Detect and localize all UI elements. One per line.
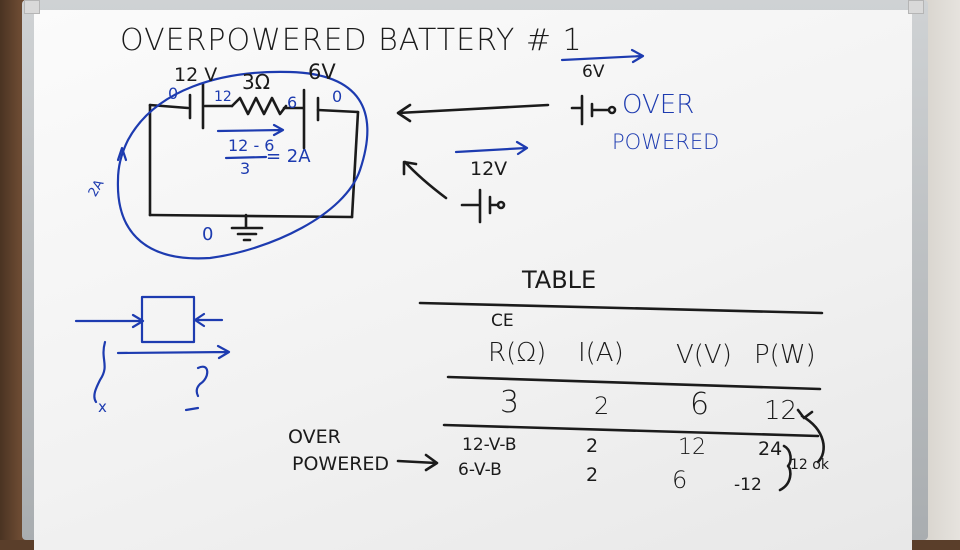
table-cell-power: 12 [764,396,798,426]
table-title: TABLE [522,266,597,294]
table-extra-row2-voltage: 6 [672,466,688,494]
battery-left-label: 12 V [174,64,218,86]
resistor-label: 3Ω [242,70,271,94]
overpowered-label-line1: OVER [622,90,695,120]
sketch-squiggle-left [93,340,107,404]
resistor-symbol [230,96,288,116]
circuit-wire-right [350,110,360,219]
source-battery-voltage: 12V [470,158,508,180]
circuit-wire-top [148,103,360,114]
sketch-dash [184,406,200,412]
battery-6v-symbol [302,88,320,150]
overpowered-battery-symbol [570,94,610,126]
ground-voltage-label: 0 [202,224,214,245]
table-extra-row1-power: 24 [758,438,783,460]
node-far-left: 0 [168,84,179,103]
table-annotation: 12 ok [790,457,829,473]
overpowered-label-line2: POWERED [612,130,720,154]
sketch-arrow-in-right [193,312,224,328]
current-loop-ellipse [116,70,369,260]
whiteboard-surface [34,10,912,550]
annotation-curve [796,408,825,464]
table-rule-body [442,423,820,438]
table-extra-row1-voltage: 12 [678,435,706,460]
board-title: OVERPOWERED BATTERY # 1 [120,23,583,58]
table-header-current: I(A) [578,338,624,368]
overpowered-pointer-arrow [396,453,439,472]
source-battery-symbol [460,188,500,224]
table-extra-row2-label: 6-V-B [458,460,502,480]
table-extra-row1-label: 12-V-B [462,435,517,455]
frame-corner-right [908,0,924,14]
arrow-over-6v [560,48,645,64]
table-extra-row2-current: 2 [586,464,599,486]
battery-12v-symbol [188,82,205,130]
annotation-brace [778,444,792,492]
equation-fraction-bar [224,155,268,160]
table-header-resistance: R(Ω) [488,338,547,368]
sketch-squiggle-right [195,365,209,398]
overpowered-battery-voltage: 6V [582,62,605,82]
node-far-right: 0 [332,87,343,106]
sketch-arrow-bottom [116,344,231,360]
sketch-box [140,295,196,344]
ground-symbol [230,213,264,242]
loop-current-arrow [116,146,128,162]
current-direction-arrow [216,123,285,137]
sketch-x-label: x [98,398,107,416]
equation-numerator: 12 - 6 [228,136,275,155]
equation-denominator: 3 [240,159,251,178]
arrow-from-source [402,160,448,200]
table-side-label-line1: OVER [288,426,341,448]
table-rule-top [418,301,824,315]
sketch-arrow-in-left [74,313,145,329]
node-right-voltage: 6 [287,93,298,112]
table-cell-current: 2 [594,392,610,420]
table-rule-header [446,375,822,391]
table-ce-label: CE [491,311,514,331]
frame-corner-left [24,0,40,14]
table-side-label-line2: POWERED [292,453,390,475]
table-header-voltage: V(V) [676,340,732,370]
battery-right-label: 6V [308,60,336,84]
arrow-to-circuit [396,103,550,123]
table-extra-row1-current: 2 [586,435,599,457]
table-extra-row2-power: -12 [734,475,762,495]
table-cell-resistance: 3 [500,385,520,420]
table-header-power: P(W) [754,340,816,370]
arrow-over-12v [454,140,529,156]
node-left-voltage: 12 [214,89,232,105]
equation-result: = 2A [266,146,311,167]
table-cell-voltage: 6 [690,387,710,422]
